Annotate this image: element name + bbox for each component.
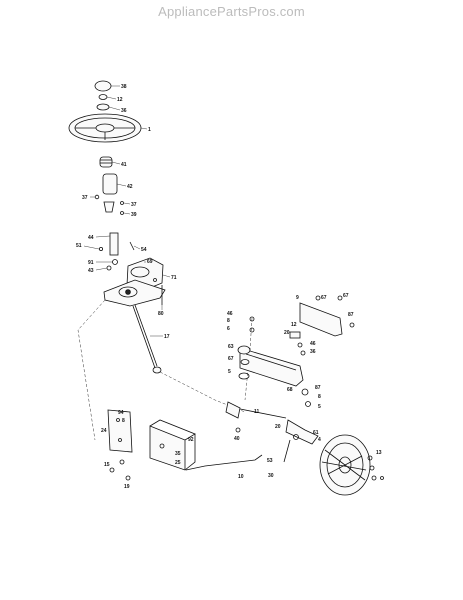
callout: 44 — [88, 235, 94, 241]
callout: 94 — [118, 410, 124, 416]
callout: 5 — [228, 369, 231, 375]
callout: 41 — [121, 162, 127, 168]
steering-cap — [94, 80, 112, 92]
callout: 46 — [310, 341, 316, 347]
callout: 11 — [254, 409, 260, 415]
leader-lines — [83, 85, 171, 337]
callout: 61 — [313, 430, 319, 436]
callout: 20 — [284, 330, 290, 336]
callout: 71 — [171, 275, 177, 281]
callout: 12 — [117, 97, 123, 103]
callout: 37 — [82, 195, 88, 201]
callout: 8 — [122, 418, 125, 424]
callout: 80 — [158, 311, 164, 317]
callout-labels: 38 12 36 1 41 42 37 37 39 44 51 54 91 69… — [76, 84, 382, 490]
callout: 68 — [287, 387, 293, 393]
watermark: AppliancePartsPros.com — [158, 4, 305, 19]
callout: 10 — [238, 474, 244, 480]
routing-line-right — [159, 371, 246, 413]
steering-shaft-upper — [94, 194, 124, 215]
spindle-assembly — [225, 388, 319, 463]
callout: 36 — [121, 108, 127, 114]
callout: 17 — [164, 334, 170, 340]
callout: 63 — [228, 344, 234, 350]
callout: 37 — [131, 202, 137, 208]
steering-rod — [185, 454, 263, 471]
callout: 51 — [76, 243, 82, 249]
drag-link — [132, 304, 162, 374]
callout: 12 — [291, 322, 297, 328]
callout: 8 — [318, 394, 321, 400]
callout: 53 — [267, 458, 273, 464]
steering-washer — [96, 103, 110, 111]
callout: 9 — [296, 295, 299, 301]
callout: 87 — [348, 312, 354, 318]
callout: 19 — [124, 484, 130, 490]
callout: 38 — [121, 84, 127, 90]
callout: 67 — [343, 293, 349, 299]
callout: 20 — [275, 424, 281, 430]
callout: 6 — [227, 326, 230, 332]
steering-nut — [98, 94, 108, 100]
callout: 13 — [376, 450, 382, 456]
steering-gear-assembly — [103, 257, 166, 307]
callout: 87 — [315, 385, 321, 391]
callout: 39 — [131, 212, 137, 218]
callout: 42 — [127, 184, 133, 190]
callout: 35 — [175, 451, 181, 457]
callout: 15 — [104, 462, 110, 468]
callout: 25 — [175, 460, 181, 466]
steering-wheel — [68, 113, 142, 143]
steering-bracket — [107, 409, 133, 481]
callout: 36 — [310, 349, 316, 355]
front-axle — [237, 316, 304, 387]
callout: 46 — [227, 311, 233, 317]
steering-adapter — [99, 156, 113, 168]
callout: 92 — [188, 437, 194, 443]
callout: 8 — [227, 318, 230, 324]
front-wheel — [319, 434, 384, 496]
callout: 4 — [318, 437, 321, 443]
routing-line-left — [77, 299, 106, 441]
callout: 67 — [321, 295, 327, 301]
steering-shaft-boot — [102, 173, 118, 195]
callout: 67 — [228, 356, 234, 362]
callout: 30 — [268, 473, 274, 479]
steering-shaft-lower — [99, 232, 135, 256]
callout: 69 — [147, 259, 153, 265]
callout: 91 — [88, 260, 94, 266]
axle-bracket — [289, 295, 355, 356]
callout: 40 — [234, 436, 240, 442]
steering-housing — [149, 419, 196, 471]
callout: 43 — [88, 268, 94, 274]
callout: 5 — [318, 404, 321, 410]
callout: 24 — [101, 428, 107, 434]
callout: 1 — [148, 127, 151, 133]
callout: 54 — [141, 247, 147, 253]
